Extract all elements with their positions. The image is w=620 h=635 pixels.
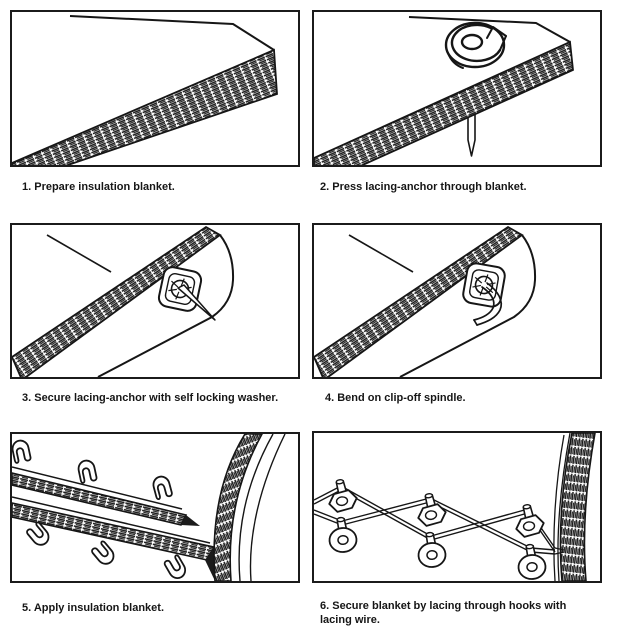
- step-6-caption: 6. Secure blanket by lacing through hook…: [320, 600, 567, 626]
- duct-rim-inner-arc: [557, 433, 571, 581]
- duct-rim-inner-arc: [238, 434, 274, 581]
- bent-spindle-illustration: [314, 225, 537, 377]
- step-6-figure-frame: [312, 431, 602, 583]
- step-5-figure-frame: [10, 432, 300, 583]
- blanket-underside-outline: [399, 234, 537, 377]
- lacing-hook-icon: [162, 553, 190, 581]
- spindle: [177, 284, 216, 321]
- lacing-hook-icon: [512, 501, 547, 539]
- apply-blanket-illustration: [12, 434, 286, 581]
- step-4-caption: 4. Bend on clip-off spindle.: [325, 392, 466, 404]
- lacing-hook-icon: [12, 438, 32, 465]
- blanket-top-surface-edges: [408, 16, 571, 43]
- blanket-edge-band: [314, 40, 574, 165]
- lacing-hook-icon: [150, 473, 174, 501]
- blanket-underside-outline: [97, 234, 235, 377]
- seam-junction: [181, 515, 200, 526]
- surface-pointer-line: [348, 234, 414, 273]
- step-2-caption: 2. Press lacing-anchor through blanket.: [320, 181, 527, 193]
- surface-pointer-line: [46, 234, 112, 273]
- lacing-hook-icon: [76, 458, 98, 485]
- bent-spindle: [473, 282, 503, 326]
- insulation-blanket-illustration: [12, 15, 278, 165]
- spindle-through-blanket: [467, 112, 476, 157]
- lacing-hook-icon: [89, 539, 118, 569]
- lacing-wire-illustration: [314, 433, 596, 581]
- lacing-anchor-icon: [444, 21, 507, 69]
- lacing-anchor-press-illustration: [314, 16, 574, 165]
- lacing-hook-icon: [414, 490, 449, 528]
- washer-secure-illustration: [12, 225, 235, 377]
- step-3-caption: 3. Secure lacing-anchor with self lockin…: [22, 392, 279, 404]
- blanket-edge-band: [12, 48, 278, 165]
- step-5-caption: 5. Apply insulation blanket.: [22, 602, 165, 614]
- step-1-caption: 1. Prepare insulation blanket.: [22, 181, 175, 193]
- step-1-figure-frame: [10, 10, 300, 167]
- duct-rim-band: [213, 434, 263, 581]
- upper-blanket-surface-edge: [12, 466, 183, 510]
- step-2-figure-frame: [312, 10, 602, 167]
- self-locking-washer-icon: [462, 262, 506, 308]
- blanket-top-surface-edges: [69, 15, 275, 51]
- duct-rim-inner-arc: [553, 434, 565, 581]
- lower-blanket-surface-edge: [12, 496, 211, 544]
- duct-rim-band: [559, 433, 596, 581]
- step-3-figure-frame: [10, 223, 300, 379]
- step-4-figure-frame: [312, 223, 602, 379]
- duct-rim-inner-arc: [249, 434, 286, 581]
